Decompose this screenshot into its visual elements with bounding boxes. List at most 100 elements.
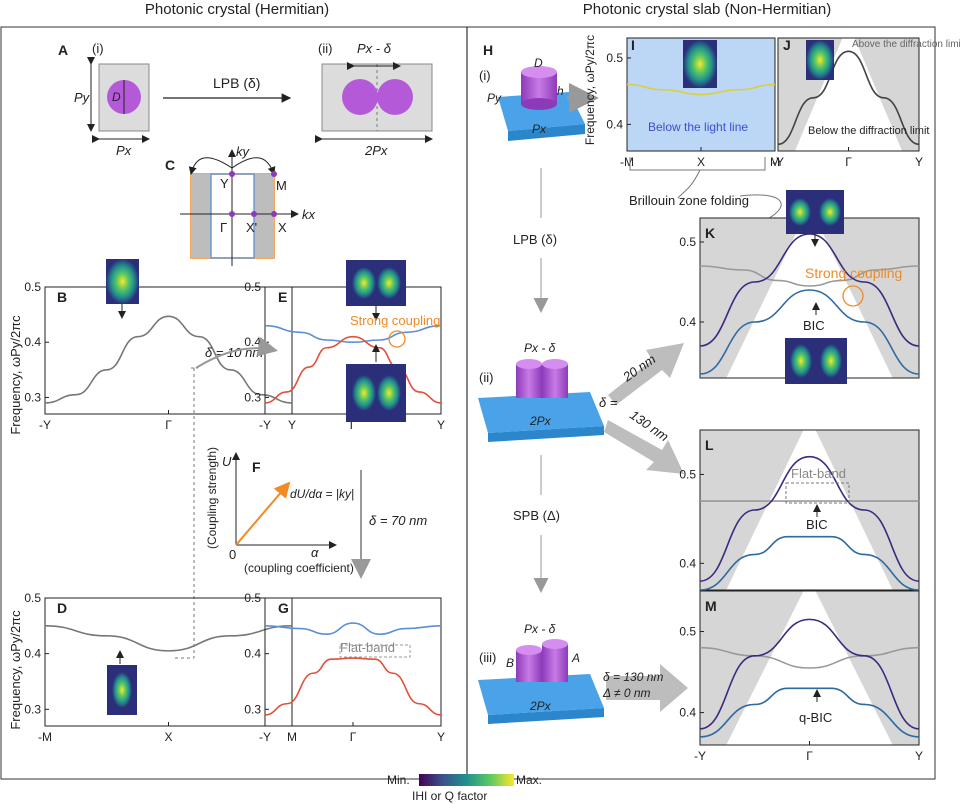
h-d-label: D	[534, 56, 543, 70]
panel-label-f: G	[278, 600, 289, 616]
slab-i	[498, 92, 585, 131]
y-tick-label: 0.5	[24, 591, 41, 605]
y-tick-label: 0.4	[679, 556, 696, 570]
y-tick-label: 0.4	[24, 647, 41, 661]
bic-l: BIC	[806, 517, 828, 532]
x-tick-label: Y	[915, 749, 923, 763]
y-tick-label: 0.5	[24, 280, 41, 294]
mode-inset-j	[806, 40, 834, 80]
band-line-i-0	[626, 83, 776, 96]
panel-label-g: F	[252, 459, 261, 475]
x-tick-label: -Y	[259, 418, 271, 432]
g-origin: 0	[229, 547, 236, 562]
band-line-m-1	[699, 618, 920, 730]
strong-coupling-k: Strong coupling	[805, 265, 902, 281]
x-tick-label: -Y	[694, 749, 706, 763]
ky-label: ky	[236, 144, 251, 159]
ylabel-c: Frequency, ωPy/2πc	[8, 610, 23, 730]
h-step-ii: (ii)	[479, 370, 493, 385]
px-label: Px	[116, 143, 132, 158]
y-tick-label: 0.3	[24, 702, 41, 716]
colorbar	[419, 774, 514, 786]
band-line-k-2	[699, 289, 920, 375]
x-tick-label: -Y	[259, 730, 271, 744]
step-i-label: (i)	[92, 41, 104, 56]
panel-label-c: D	[57, 600, 67, 616]
light-cone	[794, 38, 903, 151]
h2-px-delta: Px - δ	[524, 341, 556, 355]
x-tick-label: Y	[915, 155, 923, 169]
colorbar-label: IHI or Q factor	[412, 789, 487, 803]
h3-2px: 2Px	[529, 699, 552, 713]
h-px-label: Px	[532, 122, 547, 136]
x-tick-label: Γ	[350, 730, 357, 744]
flat-band-f: Flat-band	[340, 640, 395, 655]
band-line-f-0	[264, 622, 442, 635]
arrow-to-l	[604, 420, 684, 474]
arrow-to-m	[606, 664, 688, 712]
below-diffraction: Below the diffraction limit	[808, 125, 929, 137]
band-line-c-0	[44, 625, 293, 652]
x-tick-label: X	[697, 155, 705, 169]
panel-label-l: L	[705, 437, 714, 453]
y-tick-label: 0.4	[244, 647, 261, 661]
light-cone	[726, 218, 893, 378]
mode-inset-b	[106, 259, 139, 304]
x-tick-label: X	[164, 730, 172, 744]
y-tick-label: 0.3	[244, 390, 261, 404]
y-tick-label: 0.5	[679, 625, 696, 639]
band-line-m-2	[699, 687, 920, 738]
h3-b-label: B	[506, 656, 514, 670]
bz-y: Y	[220, 176, 229, 191]
strong-coupling-e: Strong coupling	[350, 313, 440, 328]
flat-band-l: Flat-band	[791, 466, 846, 481]
slab-ii	[478, 392, 604, 433]
band-line-e-1	[264, 335, 442, 404]
x-tick-label: -Y	[772, 155, 784, 169]
h3-px-delta: Px - δ	[524, 622, 556, 636]
panel-label-e: E	[278, 289, 287, 305]
x-tick-label: Γ	[165, 418, 172, 432]
y-tick-label: 0.3	[24, 390, 41, 404]
h-step-i: (i)	[479, 68, 491, 83]
left-header: Photonic crystal (Hermitian)	[145, 1, 329, 18]
spb-label: SPB (Δ)	[513, 508, 560, 523]
ylabel-i: Frequency, ωPy/2πc	[583, 35, 597, 145]
x-tick-label: M	[287, 730, 297, 744]
h-step-iii: (iii)	[479, 650, 496, 665]
band-line-l-1	[699, 455, 920, 582]
y-tick-label: 0.5	[244, 591, 261, 605]
mode-inset-i	[683, 40, 717, 88]
band-line-l-2	[699, 535, 920, 591]
panel-label-b: B	[57, 289, 67, 305]
x-tick-label: Γ	[806, 749, 813, 763]
2px-label: 2Px	[364, 143, 388, 158]
panel-label-h: H	[483, 42, 493, 58]
light-cone	[726, 430, 893, 590]
kx-label: kx	[302, 207, 316, 222]
coupling-strength-label: (Coupling strength)	[205, 447, 219, 549]
band-line-k-0	[699, 265, 920, 287]
y-tick-label: 0.5	[244, 280, 261, 294]
y-tick-label: 0.5	[606, 51, 623, 65]
panel-label-d: C	[165, 157, 175, 173]
panel-label-j: J	[783, 37, 791, 53]
h-h-label: h	[557, 84, 564, 98]
y-tick-label: 0.4	[24, 335, 41, 349]
y-tick-label: 0.5	[679, 467, 696, 481]
py-label: Py	[74, 90, 91, 105]
u-label: U	[222, 454, 232, 469]
y-tick-label: 0.4	[679, 315, 696, 329]
band-line-j-0	[777, 50, 920, 146]
h2-2px: 2Px	[529, 414, 552, 428]
bic-k: BIC	[803, 318, 825, 333]
x-tick-label: Y	[437, 730, 445, 744]
bz-gamma: Γ	[220, 220, 227, 235]
bz-m: M	[276, 178, 287, 193]
lpb-label-a: LPB (δ)	[213, 75, 260, 91]
colorbar-max: Max.	[516, 773, 542, 787]
h-py-label: Py	[487, 91, 502, 105]
